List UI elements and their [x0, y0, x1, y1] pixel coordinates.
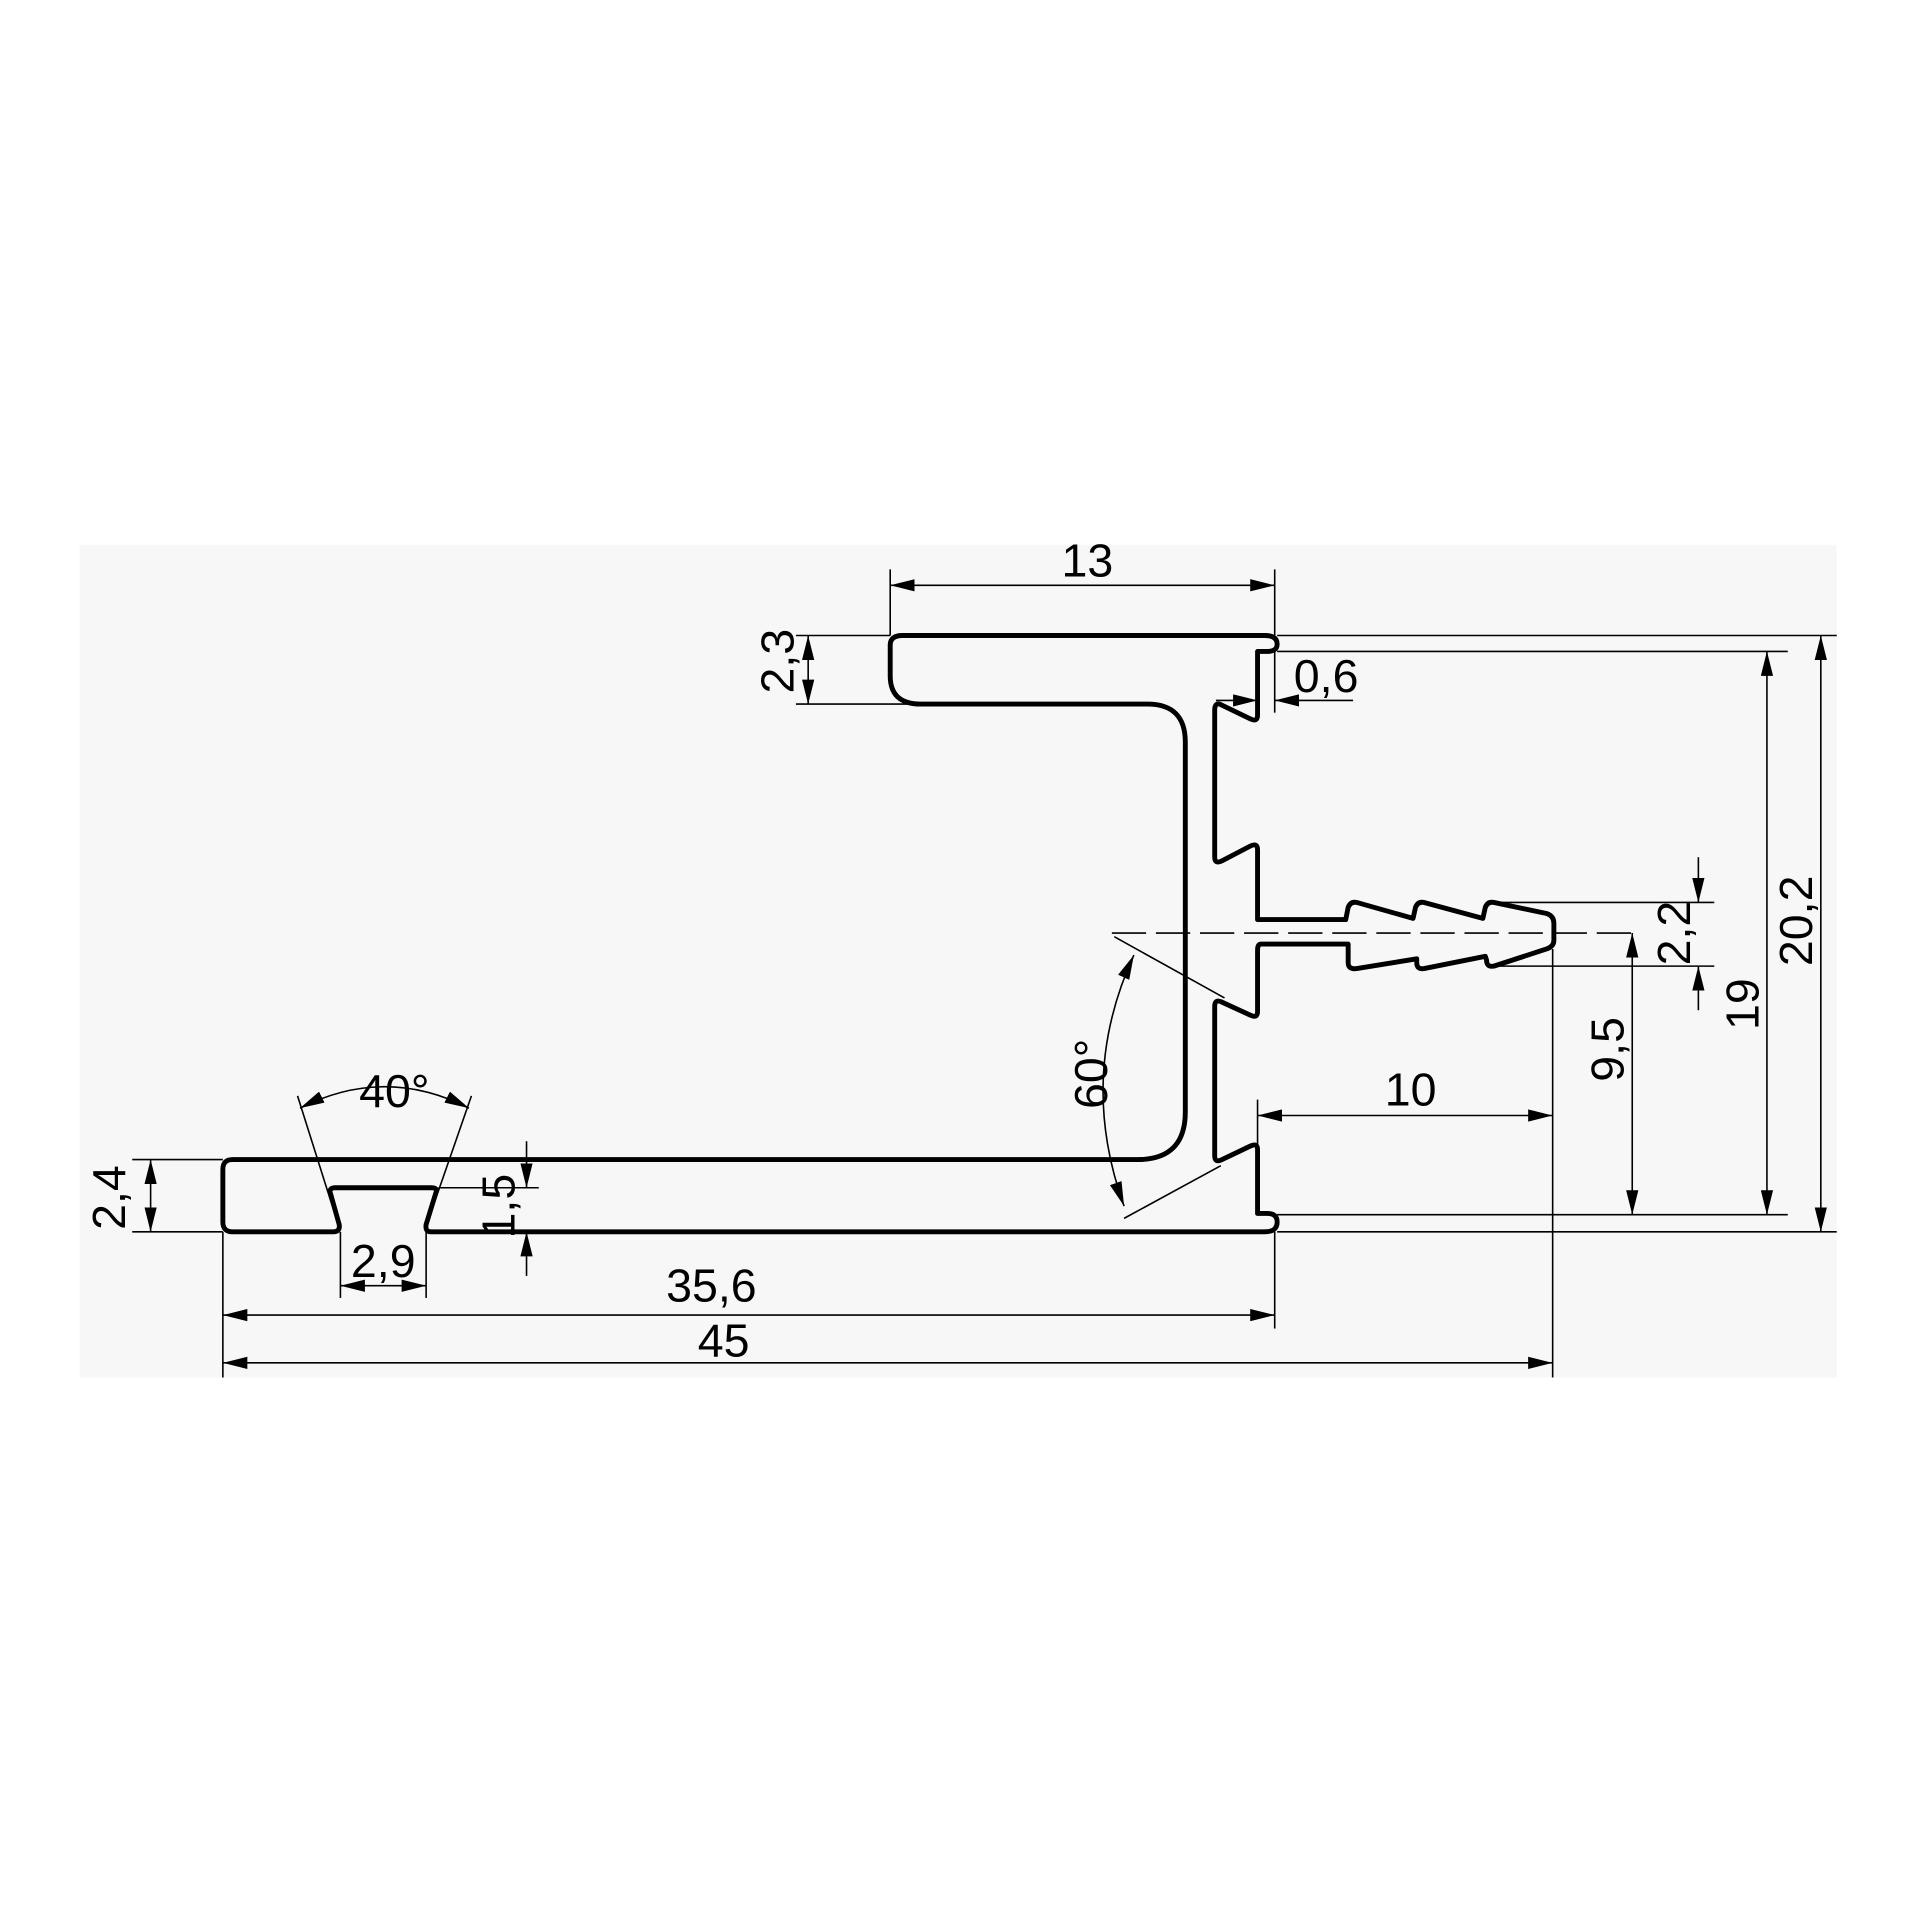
label-2-4: 2,4 — [83, 1165, 135, 1230]
label-2-9: 2,9 — [351, 1235, 416, 1287]
dim-arc-60 — [1102, 954, 1135, 1207]
label-20-2: 20,2 — [1770, 876, 1822, 967]
dim-arc-40 — [299, 1085, 470, 1109]
label-1-5: 1,5 — [472, 1174, 524, 1239]
label-9-5: 9,5 — [1582, 1017, 1634, 1082]
label-10: 10 — [1385, 1064, 1437, 1116]
drawing-panel — [79, 544, 1837, 1378]
label-45: 45 — [698, 1315, 750, 1367]
label-2-3: 2,3 — [751, 629, 803, 694]
label-35-6: 35,6 — [666, 1260, 757, 1312]
label-13: 13 — [1061, 535, 1113, 587]
label-19: 19 — [1716, 978, 1768, 1030]
label-60-deg: 60° — [1065, 1039, 1117, 1109]
label-40-deg: 40° — [359, 1065, 429, 1117]
profile-outline — [220, 633, 1557, 1235]
label-2-2: 2,2 — [1648, 901, 1700, 966]
label-0-6: 0,6 — [1294, 650, 1359, 702]
extension-lines — [132, 569, 1837, 1378]
